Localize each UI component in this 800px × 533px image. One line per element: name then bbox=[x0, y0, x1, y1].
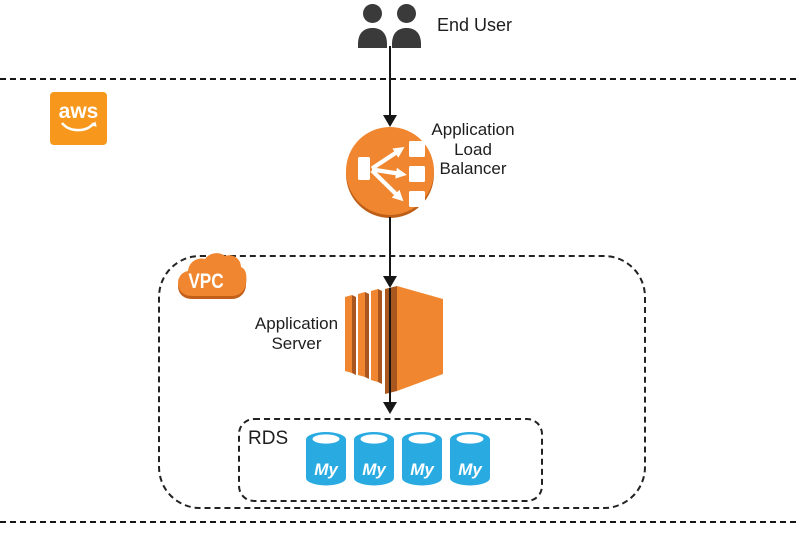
alb-target-node-icon bbox=[409, 166, 425, 182]
db-cylinder-body bbox=[402, 432, 442, 486]
mysql-db-label: My bbox=[314, 460, 339, 479]
load-balancer-label-line: Balancer bbox=[439, 159, 507, 178]
mysql-db-icon: My bbox=[354, 432, 394, 486]
mysql-db-icon: My bbox=[306, 432, 346, 486]
app-server-label-line: Application bbox=[254, 314, 339, 333]
alb-arrow-icon bbox=[370, 147, 405, 171]
vpc-cloud-icon: VPC bbox=[178, 253, 247, 299]
aws-smile-icon bbox=[60, 122, 96, 132]
vpc-label: VPC bbox=[188, 271, 224, 294]
app-server-slat-edge bbox=[365, 292, 369, 379]
app-server-front-face bbox=[385, 286, 397, 394]
aws-smile-tip-icon bbox=[91, 121, 97, 127]
user1-body-icon bbox=[358, 28, 387, 48]
alb-target-node-icon bbox=[409, 141, 425, 157]
db-cylinder-body bbox=[450, 432, 490, 486]
load-balancer-icon bbox=[346, 127, 434, 218]
end-users-icon bbox=[358, 4, 421, 48]
app-server-body bbox=[397, 286, 443, 391]
db-cylinder-top bbox=[408, 434, 436, 444]
db-cylinder-top bbox=[312, 434, 340, 444]
mysql-db-label: My bbox=[458, 460, 483, 479]
app-server-slat-icon bbox=[358, 292, 365, 377]
vpc-cloud-body bbox=[178, 253, 247, 296]
alb-target-node-icon bbox=[409, 191, 425, 207]
mysql-db-icon: My bbox=[450, 432, 490, 486]
app-server-slat-edge bbox=[352, 295, 356, 375]
app-server-slat-icon bbox=[371, 289, 378, 382]
boundary-line-top bbox=[0, 78, 800, 80]
app-server-icon bbox=[345, 286, 443, 394]
load-balancer-label-line: Load bbox=[454, 139, 492, 159]
app-server-slat-edge bbox=[378, 289, 382, 384]
app-server-label: Application Server bbox=[249, 314, 344, 354]
rds-boundary bbox=[238, 418, 543, 502]
db-cylinder-body bbox=[306, 432, 346, 486]
aws-logo-text: aws bbox=[59, 100, 99, 123]
mysql-db-label: My bbox=[410, 460, 435, 479]
user1-head-icon bbox=[363, 4, 382, 23]
aws-logo-icon: aws bbox=[50, 92, 107, 145]
user2-head-icon bbox=[397, 4, 416, 23]
mysql-db-label: My bbox=[362, 460, 387, 479]
load-balancer-label: Application Load Balancer bbox=[423, 120, 523, 179]
alb-arrow-icon bbox=[370, 169, 404, 202]
db-cylinder-top bbox=[360, 434, 388, 444]
boundary-line-bottom bbox=[0, 521, 800, 523]
db-cylinder-body bbox=[354, 432, 394, 486]
user2-body-icon bbox=[392, 28, 421, 48]
app-server-slat-icon bbox=[345, 295, 352, 373]
mysql-db-icon: My bbox=[402, 432, 442, 486]
alb-arrow-icon bbox=[371, 167, 407, 179]
vpc-boundary bbox=[158, 255, 646, 509]
app-server-label-line: Server bbox=[271, 334, 322, 353]
alb-source-node-icon bbox=[358, 157, 370, 180]
load-balancer-label-line: Application bbox=[431, 120, 515, 139]
end-user-label: End User bbox=[437, 15, 513, 35]
aws-logo-background bbox=[50, 92, 107, 145]
db-cylinder-top bbox=[456, 434, 484, 444]
rds-label: RDS bbox=[248, 428, 289, 449]
